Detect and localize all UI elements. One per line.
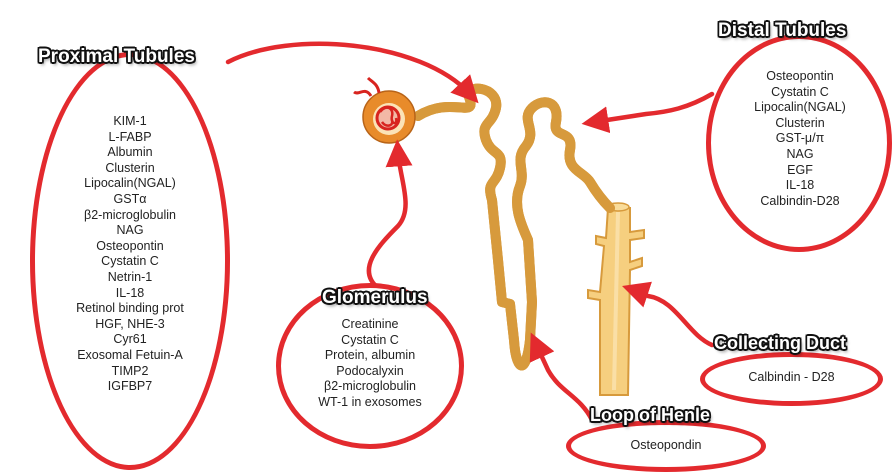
marker-item: Creatinine xyxy=(282,317,458,333)
arrow-distal xyxy=(594,94,712,122)
distal-tubules-title: Distal Tubules xyxy=(718,20,846,42)
arrow-loop-of-henle xyxy=(536,344,592,420)
marker-item: Retinol binding prot xyxy=(35,301,225,317)
marker-item: HGF, NHE-3 xyxy=(35,317,225,333)
marker-item: Clusterin xyxy=(716,116,884,132)
marker-item: KIM-1 xyxy=(35,114,225,130)
marker-item: β2-microglobulin xyxy=(282,379,458,395)
marker-item: Calbindin-D28 xyxy=(716,194,884,210)
marker-item: Protein, albumin xyxy=(282,348,458,364)
marker-item: L-FABP xyxy=(35,130,225,146)
loop-of-henle-list: Osteopondin xyxy=(566,438,766,454)
marker-item: Osteopontin xyxy=(35,239,225,255)
marker-item: Albumin xyxy=(35,145,225,161)
arrow-glomerulus xyxy=(369,152,406,288)
marker-item: Netrin-1 xyxy=(35,270,225,286)
marker-item: Cystatin C xyxy=(35,254,225,270)
marker-item: TIMP2 xyxy=(35,364,225,380)
marker-item: β2-microglobulin xyxy=(35,208,225,224)
proximal-tubules-title: Proximal Tubules xyxy=(38,46,195,68)
arrow-proximal xyxy=(228,44,470,94)
marker-item: Clusterin xyxy=(35,161,225,177)
collecting-duct-title: Collecting Duct xyxy=(714,333,846,354)
arrow-collecting-duct xyxy=(634,290,712,345)
marker-item: WT-1 in exosomes xyxy=(282,395,458,411)
marker-item: IL-18 xyxy=(716,178,884,194)
marker-item: Cyr61 xyxy=(35,332,225,348)
marker-item: Lipocalin(NGAL) xyxy=(35,176,225,192)
marker-item: IL-18 xyxy=(35,286,225,302)
marker-item: EGF xyxy=(716,163,884,179)
marker-item: GSTα xyxy=(35,192,225,208)
collecting-duct-shape xyxy=(588,203,644,395)
marker-item: NAG xyxy=(716,147,884,163)
marker-item: Lipocalin(NGAL) xyxy=(716,100,884,116)
marker-item: Podocalyxin xyxy=(282,364,458,380)
marker-item: IGFBP7 xyxy=(35,379,225,395)
marker-item: Osteopondin xyxy=(566,438,766,454)
glomerulus-title: Glomerulus xyxy=(322,287,428,309)
marker-item: Cystatin C xyxy=(282,333,458,349)
marker-item: NAG xyxy=(35,223,225,239)
marker-item: Exosomal Fetuin-A xyxy=(35,348,225,364)
glomerulus-capsule xyxy=(354,78,415,143)
collecting-duct-list: Calbindin - D28 xyxy=(702,370,881,386)
loop-of-henle-title: Loop of Henle xyxy=(590,405,710,426)
marker-item: Calbindin - D28 xyxy=(702,370,881,386)
marker-item: Cystatin C xyxy=(716,85,884,101)
marker-item: GST-μ/π xyxy=(716,131,884,147)
marker-item: Osteopontin xyxy=(716,69,884,85)
